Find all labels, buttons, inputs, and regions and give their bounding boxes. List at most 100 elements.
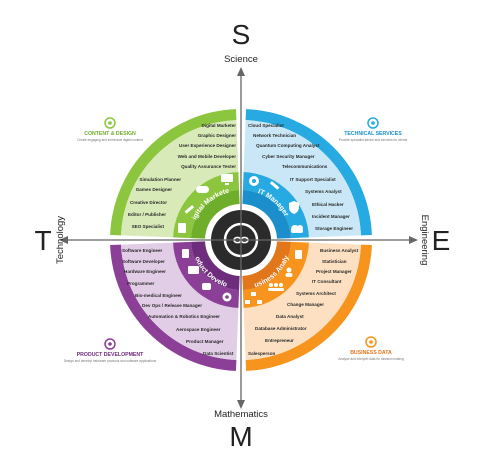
quadrant-product-development-label-bg <box>191 241 240 290</box>
outer-ring <box>110 109 372 371</box>
role-item: Bio-medical Engineer <box>135 293 182 298</box>
roles-business-data: Business Analyst Statistician Project Ma… <box>248 248 359 356</box>
clipboard-icon <box>295 250 302 259</box>
role-item: Change Manager <box>287 302 324 307</box>
shield-icon <box>289 201 299 214</box>
roles-technical-services: Cloud Specialist Network Technician Quan… <box>248 123 353 231</box>
role-item: Statistician <box>322 259 347 264</box>
icon-ring <box>173 172 309 308</box>
role-item: Simulation Planner <box>139 177 181 182</box>
quadrant-content-design-label-bg <box>191 190 240 239</box>
axis-label-technology: Technology <box>55 216 66 264</box>
role-item: Digital Marketer <box>202 123 237 128</box>
arrow-right-icon <box>409 236 418 244</box>
role-item: Graphic Designer <box>198 133 237 138</box>
product-development-icon <box>104 338 116 350</box>
axis-letter-engineering: E <box>432 225 451 256</box>
role-item: Games Designer <box>136 187 172 192</box>
axis-label-mathematics: Mathematics <box>214 409 268 420</box>
badge-desc-business-data: Analyse and interpret data for decision … <box>338 357 404 361</box>
arrow-down-icon <box>237 400 245 409</box>
role-item: Programmer <box>127 281 155 286</box>
role-item: Editor / Publisher <box>128 212 166 217</box>
role-item: Product Manager <box>186 339 224 344</box>
badge-content-design: CONTENT & DESIGN Create engaging and imm… <box>77 117 143 142</box>
role-item: Ethical Hacker <box>312 202 344 207</box>
arrow-up-icon <box>237 67 245 76</box>
axis-letter-technology: T <box>34 225 51 256</box>
badge-business-data: BUSINESS DATA Analyse and interpret data… <box>338 336 404 361</box>
role-item: Entrepreneur <box>265 338 294 343</box>
content-design-icon <box>104 117 116 129</box>
role-item: Data Scientist <box>203 351 234 356</box>
quadrant-technical-services-outer <box>245 109 372 236</box>
team-icon <box>268 283 284 291</box>
technical-services-icon-dot <box>371 121 375 125</box>
quadrant-technical-services-roles-bg <box>243 120 361 238</box>
quadrant-technical-services-label-bg <box>242 190 291 239</box>
person-icon <box>285 267 293 277</box>
badge-title-product-development: PRODUCT DEVELOPMENT <box>77 352 144 358</box>
badge-desc-content-design: Create engaging and immersive digital co… <box>77 138 143 142</box>
axis-letter-science: S <box>232 19 251 50</box>
role-item: Cloud Specialist <box>248 123 284 128</box>
role-item: Telecommunications <box>282 164 328 169</box>
quadrant-content-design-outer <box>110 109 237 236</box>
quadrant-business-data-roles-bg <box>243 242 361 360</box>
roles-content-design: Digital Marketer Graphic Designer User E… <box>128 123 236 229</box>
role-item: Aerospace Engineer <box>176 327 221 332</box>
quadrant-technical-services-icon-bg <box>242 172 309 239</box>
role-item: IT Consultant <box>312 279 342 284</box>
role-item: Dev Ops / Release Manager <box>142 303 202 308</box>
quadrant-business-data-outer <box>245 244 372 371</box>
roles-product-development: Software Engineer Software Developer Har… <box>122 248 234 356</box>
quadrant-content-design-icon-bg <box>173 172 240 239</box>
wrench-icon <box>269 181 280 190</box>
quadrant-content-design-roles-bg <box>121 120 239 238</box>
cog-icon <box>222 292 232 302</box>
role-item: SEO Specialist <box>132 224 165 229</box>
arrow-left-icon <box>59 236 68 244</box>
role-item: Incident Manager <box>312 214 350 219</box>
role-item: IT Support Specialist <box>290 177 336 182</box>
content-design-icon-dot <box>108 121 112 125</box>
badge-title-content-design: CONTENT & DESIGN <box>84 131 136 137</box>
role-item: Business Analyst <box>320 248 359 253</box>
tablet-icon <box>178 223 186 233</box>
quadrant-product-development-icon-bg <box>173 241 240 308</box>
screen-code-icon <box>188 266 199 274</box>
role-item: Hardware Engineer <box>124 269 166 274</box>
role-item: User Experience Designer <box>179 143 236 148</box>
badge-title-technical-services: TECHNICAL SERVICES <box>344 131 402 137</box>
axis-letter-mathematics: M <box>229 421 252 452</box>
role-item: Systems Analyst <box>305 189 342 194</box>
badge-product-development: PRODUCT DEVELOPMENT Design and develop h… <box>64 338 157 363</box>
gear-icon <box>249 176 259 186</box>
gamepad-icon <box>196 186 209 193</box>
role-item: Data Analyst <box>276 314 304 319</box>
badge-desc-technical-services: Provide specialist advice and services f… <box>339 138 408 142</box>
axis-label-science: Science <box>224 54 258 65</box>
role-item: Systems Architect <box>296 291 336 296</box>
role-item: Quality Assurance Tester <box>181 164 236 169</box>
role-item: Automation & Robotics Engineer <box>148 314 220 319</box>
hierarchy-icon <box>245 292 262 304</box>
role-item: Web and Mobile Developer <box>178 154 237 159</box>
badge-desc-product-development: Design and develop hardware products and… <box>64 359 157 363</box>
role-item: Quantum Computing Analyst <box>256 143 320 148</box>
role-item: Creative Director <box>130 200 167 205</box>
role-item: Database Administrator <box>255 326 307 331</box>
role-item: Software Developer <box>122 259 165 264</box>
axis-label-engineering: Engineering <box>419 215 430 266</box>
cloud-icon <box>291 225 303 233</box>
monitor-icon <box>221 174 233 185</box>
role-item: Project Manager <box>316 269 352 274</box>
role-ring <box>121 120 361 360</box>
pen-icon <box>184 205 195 214</box>
badge-title-business-data: BUSINESS DATA <box>350 350 392 356</box>
quadrant-business-data-icon-bg <box>242 241 309 308</box>
document-icon <box>182 249 189 258</box>
role-item: Salesperson <box>248 351 276 356</box>
product-development-icon-dot <box>108 342 112 346</box>
